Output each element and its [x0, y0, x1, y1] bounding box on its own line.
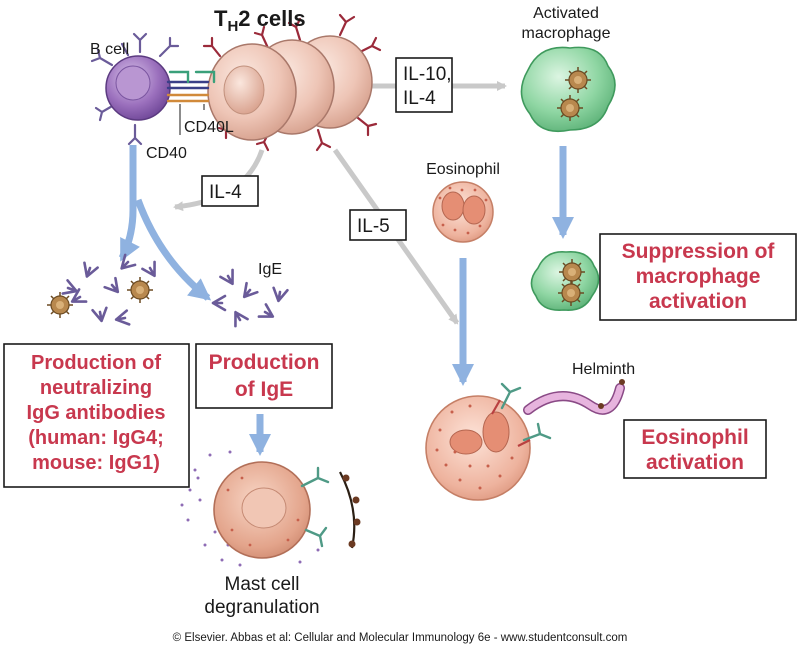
cytokine-il4-line: IL-4	[403, 88, 436, 109]
arrow-to-ige	[134, 198, 212, 301]
cytokine-il4: IL-4	[209, 182, 242, 203]
label-mast-cell: Mast cell	[225, 574, 300, 595]
helminth	[523, 379, 625, 415]
igg-antibodies	[46, 253, 162, 328]
blue-arrows	[118, 145, 574, 456]
outcome-igg-line5: mouse: IgG1)	[32, 452, 160, 474]
outcome-igg-line1: Production of	[31, 352, 161, 374]
outcome-box-ige	[195, 343, 333, 409]
label-macrophage: macrophage	[522, 25, 611, 42]
outcome-igg-line3: IgG antibodies	[27, 402, 166, 424]
outcome-eosinophil-line1: Eosinophil	[641, 426, 748, 449]
outcome-igg-line4: (human: IgG4;	[28, 427, 164, 449]
suppressed-macrophage	[530, 250, 600, 312]
activated-macrophage	[520, 46, 616, 133]
b-cell	[90, 32, 216, 146]
outcome-box-igg	[3, 343, 190, 488]
eosinophil-activated	[425, 382, 552, 501]
cytokine-il5: IL-5	[357, 216, 390, 237]
outcome-suppression-line2: macrophage	[636, 265, 761, 288]
label-cd40l: CD40L	[184, 119, 234, 136]
outcome-ige-line2: of IgE	[235, 378, 293, 401]
cytokine-il10: IL-10,	[403, 64, 452, 85]
eosinophil-resting	[432, 181, 494, 243]
cytokine-box-il4	[201, 175, 259, 207]
th2-title: TH2 cells	[214, 6, 306, 35]
label-activated: Activated	[533, 5, 599, 22]
label-cd40: CD40	[146, 145, 187, 162]
arrow-to-igg	[118, 145, 140, 262]
ige-antibodies	[211, 268, 289, 328]
outcome-igg-line2: neutralizing	[40, 377, 152, 399]
label-helminth: Helminth	[572, 361, 635, 378]
outcome-suppression-line3: activation	[649, 290, 747, 313]
outcome-eosinophil-line2: activation	[646, 451, 744, 474]
cytokine-box-il5	[349, 209, 407, 241]
label-b-cell: B cell	[90, 41, 129, 58]
th2-cells	[202, 13, 382, 152]
outcome-box-suppression	[599, 233, 797, 321]
label-degranulation: degranulation	[204, 597, 319, 618]
outcome-suppression-line1: Suppression of	[622, 240, 776, 263]
outcome-ige-line1: Production	[209, 351, 320, 374]
label-ige: IgE	[258, 261, 282, 278]
mast-cell	[180, 450, 361, 567]
label-eosinophil: Eosinophil	[426, 161, 500, 178]
outcome-box-eosinophil	[623, 419, 767, 479]
copyright-footer: © Elsevier. Abbas et al: Cellular and Mo…	[173, 632, 628, 644]
cytokine-box-il10-il4	[395, 57, 453, 113]
